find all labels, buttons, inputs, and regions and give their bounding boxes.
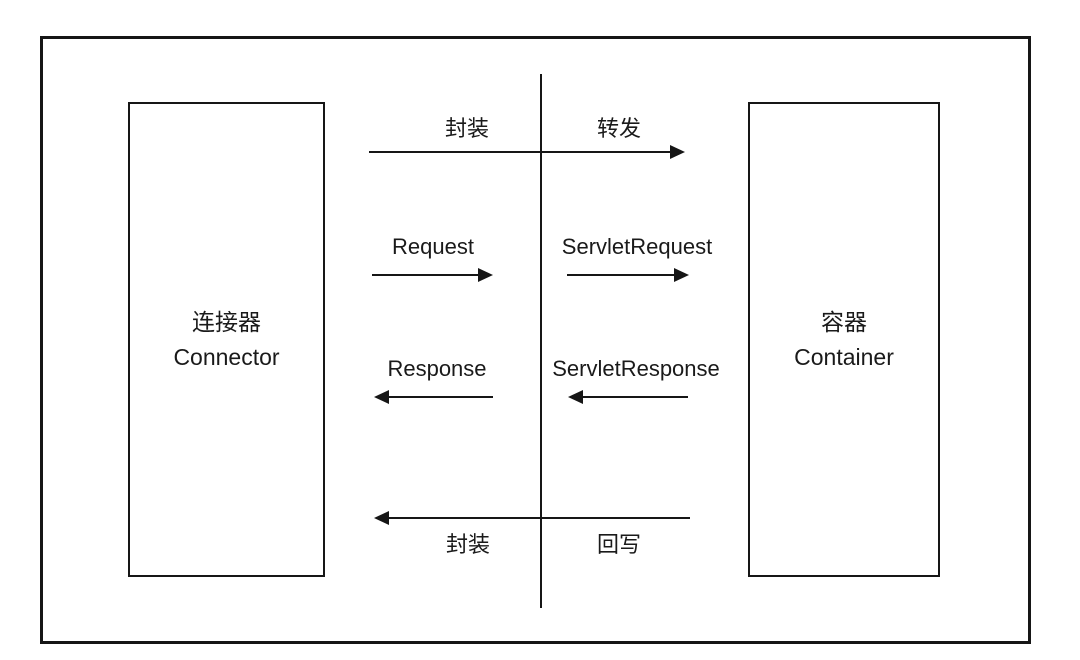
label-response: Response [387, 356, 487, 381]
label-forward: 转发 [596, 116, 642, 141]
label-servlet-response: ServletResponse [552, 356, 720, 381]
arrow-writeback-encapsulate [374, 511, 690, 525]
label-encapsulate-top: 封装 [444, 116, 490, 141]
container-box-label: 容器 Container [794, 305, 894, 375]
arrow-servlet-request [567, 268, 689, 282]
container-label-zh: 容器 [820, 308, 867, 335]
connector-box: 连接器 Connector [128, 102, 325, 577]
arrow-encapsulate-forward [369, 145, 685, 159]
arrow-response [374, 390, 493, 404]
label-writeback: 回写 [596, 532, 642, 557]
label-servlet-request: ServletRequest [561, 234, 713, 259]
connector-label-en: Connector [173, 343, 280, 370]
connector-label-zh: 连接器 [192, 308, 261, 335]
label-encapsulate-bottom: 封装 [445, 532, 491, 557]
boundary-line [540, 74, 542, 608]
container-label-en: Container [794, 343, 894, 370]
container-box: 容器 Container [748, 102, 940, 577]
arrow-request [372, 268, 493, 282]
arrow-servlet-response [568, 390, 688, 404]
label-request: Request [392, 234, 474, 259]
connector-box-label: 连接器 Connector [173, 305, 279, 375]
